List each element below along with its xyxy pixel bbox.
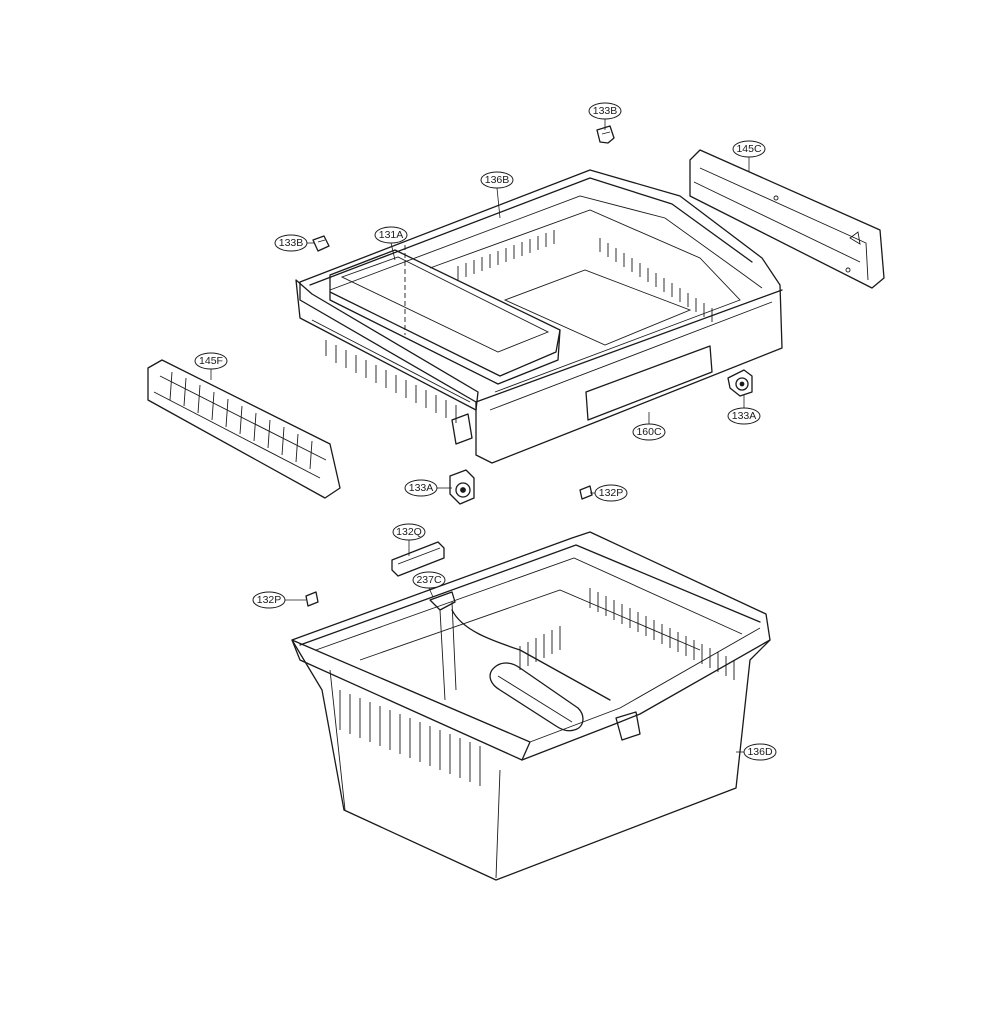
roller-133a-middle bbox=[449, 469, 475, 505]
clip-132p-right bbox=[579, 485, 593, 500]
crisper-bin-131a bbox=[329, 245, 561, 385]
callout-label: 145F bbox=[199, 355, 223, 367]
callout-label: 132Q bbox=[396, 526, 422, 538]
bracket-132q bbox=[391, 541, 445, 577]
callout-133b-left: 133B bbox=[274, 234, 308, 252]
callout-136d: 136D bbox=[743, 743, 777, 761]
rail-145c bbox=[689, 149, 885, 289]
callout-136b: 136B bbox=[480, 171, 514, 189]
callout-131a: 131A bbox=[374, 226, 408, 244]
callout-145f: 145F bbox=[194, 352, 228, 370]
callout-label: 160C bbox=[636, 426, 662, 438]
callout-label: 133B bbox=[279, 237, 304, 249]
callout-160c: 160C bbox=[632, 423, 666, 441]
stopper-133b-top bbox=[596, 125, 615, 144]
callout-label: 131A bbox=[379, 229, 404, 241]
callout-label: 133A bbox=[732, 410, 757, 422]
callout-label: 145C bbox=[736, 143, 762, 155]
clip-132p-left bbox=[305, 591, 319, 607]
callout-132p-right: 132P bbox=[594, 484, 628, 502]
callout-label: 237C bbox=[416, 574, 442, 586]
lower-drawer-136d bbox=[291, 531, 771, 881]
callout-label: 136B bbox=[485, 174, 510, 186]
roller-133a-right bbox=[727, 369, 753, 397]
callout-label: 136D bbox=[747, 746, 773, 758]
callout-label: 132P bbox=[257, 594, 282, 606]
stopper-133b-left bbox=[312, 235, 330, 252]
callout-132q: 132Q bbox=[392, 523, 426, 541]
upper-drawer-136b bbox=[295, 169, 783, 464]
callout-label: 133A bbox=[409, 482, 434, 494]
callout-133a-right: 133A bbox=[727, 407, 761, 425]
callout-237c: 237C bbox=[412, 571, 446, 589]
callout-label: 132P bbox=[599, 487, 624, 499]
callout-133a-middle: 133A bbox=[404, 479, 438, 497]
rail-145f bbox=[147, 359, 341, 499]
leader-lines bbox=[210, 119, 750, 753]
callout-132p-left: 132P bbox=[252, 591, 286, 609]
callout-133b-top: 133B bbox=[588, 102, 622, 120]
callout-145c: 145C bbox=[732, 140, 766, 158]
callout-label: 133B bbox=[593, 105, 618, 117]
